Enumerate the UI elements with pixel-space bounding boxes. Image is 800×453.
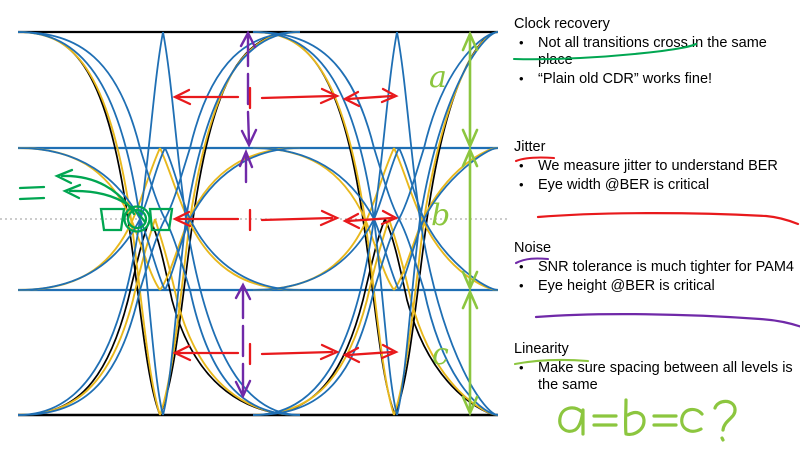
level-spacing-label-b: b (431, 198, 451, 233)
level-spacing-label-c: c (432, 337, 449, 372)
bullet-glyph: • (519, 258, 524, 274)
bullet-text: Make sure spacing between all levels is … (538, 359, 793, 393)
bullet-list-linearity: • Make sure spacing between all levels i… (510, 360, 800, 394)
bullet-list-clock-recovery: • Not all transitions cross in the same … (510, 35, 800, 88)
eye-height-arrow-lower (234, 282, 252, 399)
eye-height-arrow-upper (239, 30, 258, 148)
level-spacing-arrow-b (461, 146, 479, 292)
bullet-item: • SNR tolerance is much tighter for PAM4 (510, 259, 800, 276)
bullet-item: • Eye width @BER is critical (510, 177, 800, 194)
pam4-eye-diagram: a b c (0, 30, 510, 417)
bullet-text: Eye height @BER is critical (538, 277, 715, 294)
crossing-spread-arrow-middle (342, 209, 399, 230)
bullet-glyph: • (519, 359, 524, 375)
eye-width-arrow-upper (172, 86, 340, 110)
bullet-glyph: • (519, 176, 524, 192)
bullet-glyph: • (519, 34, 524, 50)
bullet-item: • Eye height @BER is critical (510, 278, 800, 295)
section-title-linearity: Linearity (514, 341, 569, 357)
bullet-glyph: • (519, 157, 524, 173)
eye-traces (17, 31, 499, 416)
handwritten-equation (558, 398, 737, 442)
eye-diagram-svg (0, 30, 510, 417)
section-title-noise: Noise (514, 240, 552, 256)
level-spacing-arrow-a (461, 30, 479, 150)
red-underline-eye-width (536, 212, 800, 226)
bullet-text: SNR tolerance is much tighter for PAM4 (538, 258, 794, 275)
section-noise: Noise • SNR tolerance is much tighter fo… (510, 240, 800, 328)
bullet-item: • Make sure spacing between all levels i… (510, 360, 800, 394)
bullet-list-jitter: • We measure jitter to understand BER • … (510, 158, 800, 194)
bullet-glyph: • (519, 70, 524, 86)
section-title-jitter: Jitter (514, 139, 546, 155)
crossing-spread-arrow-upper (342, 87, 399, 108)
bullet-text: “Plain old CDR” works fine! (538, 70, 713, 87)
level-spacing-arrow-c (461, 288, 479, 417)
crossing-spread-arrow-lower (342, 343, 399, 364)
level-spacing-label-a: a (429, 60, 447, 95)
bullet-item: • “Plain old CDR” works fine! (510, 71, 800, 88)
bullet-item: • Not all transitions cross in the same … (510, 35, 800, 69)
notes-panel: Clock recovery • Not all transitions cro… (510, 0, 800, 448)
eye-width-arrow-lower (172, 342, 340, 366)
bullet-list-noise: • SNR tolerance is much tighter for PAM4… (510, 259, 800, 295)
eye-height-arrow-middle (238, 148, 254, 184)
bullet-glyph: • (519, 277, 524, 293)
section-jitter: Jitter • We measure jitter to understand… (510, 139, 800, 226)
bullet-text: Eye width @BER is critical (538, 176, 710, 193)
section-clock-recovery: Clock recovery • Not all transitions cro… (510, 16, 800, 88)
bullet-item: • We measure jitter to understand BER (510, 158, 800, 175)
section-title-clock-recovery: Clock recovery (514, 16, 610, 32)
eye-width-arrow-middle (172, 208, 340, 232)
bullet-text: Not all transitions cross in the same pl… (538, 34, 767, 68)
crossing-point-callout (18, 168, 174, 233)
section-linearity: Linearity • Make sure spacing between al… (510, 341, 800, 394)
bullet-text: We measure jitter to understand BER (538, 157, 778, 174)
purple-underline-eye-height (534, 313, 800, 328)
